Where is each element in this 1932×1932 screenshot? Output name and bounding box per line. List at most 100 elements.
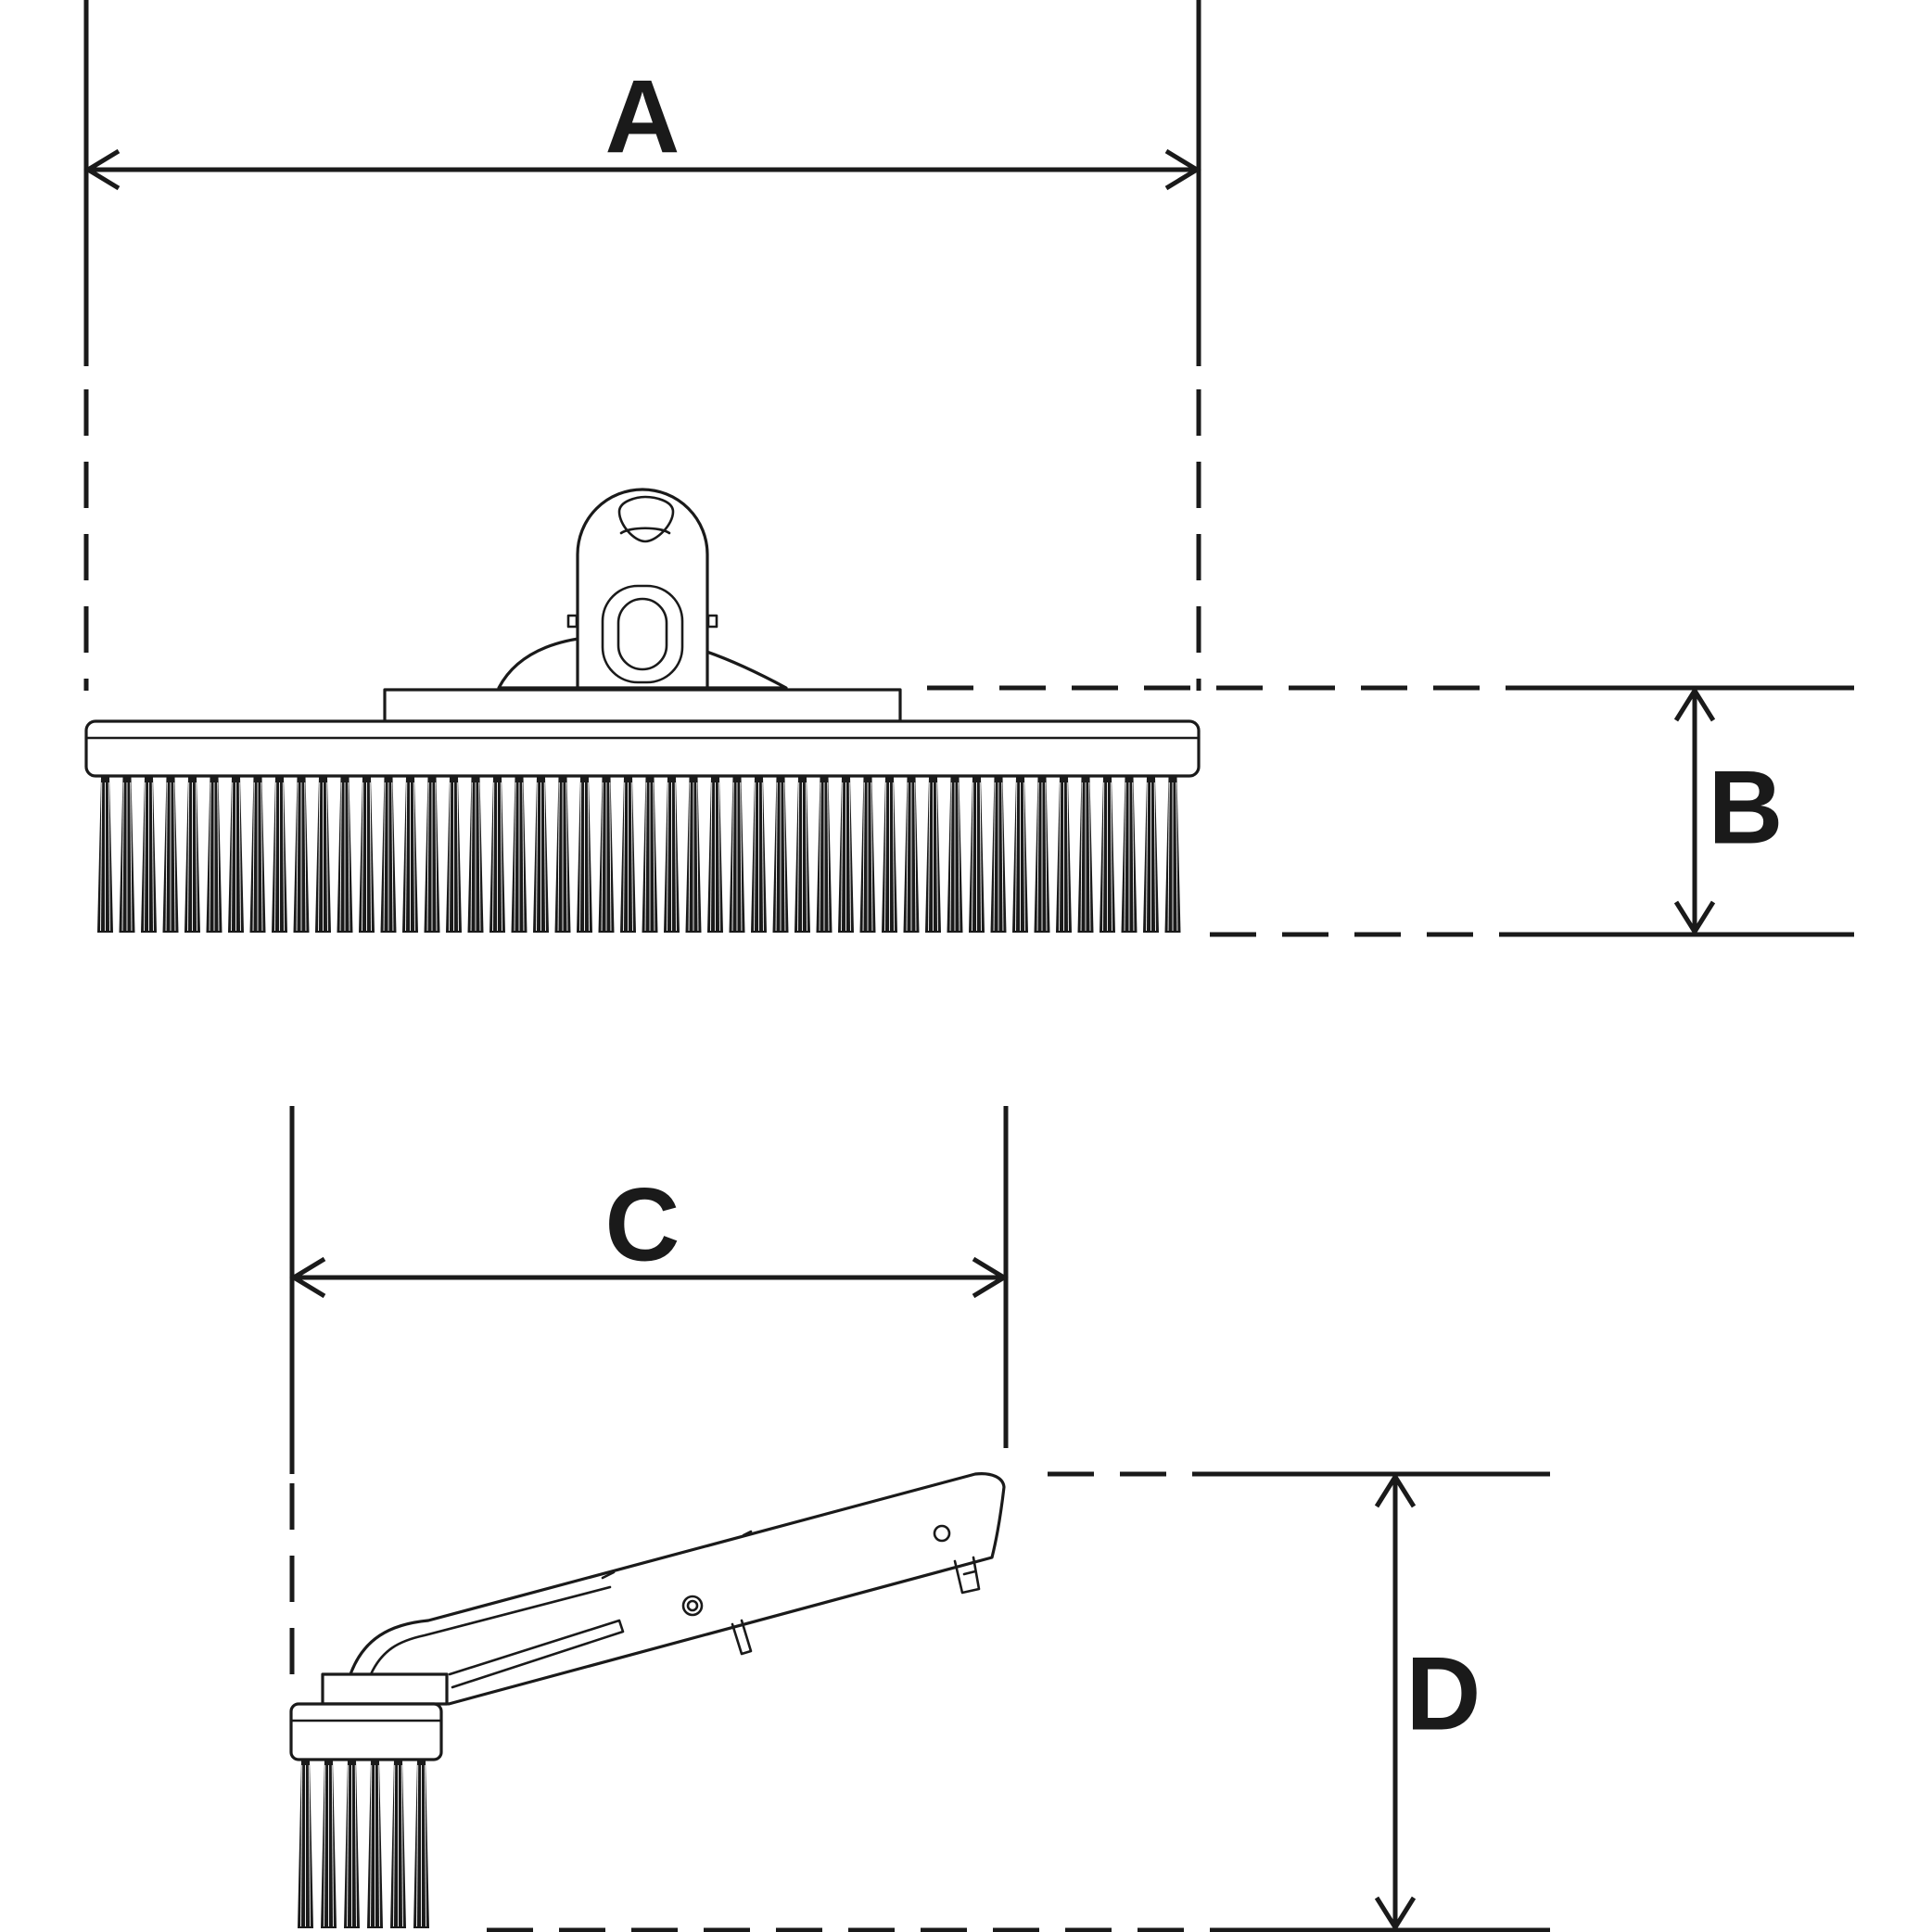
bristle-strand: [667, 782, 669, 932]
arrowhead-a-left: [83, 148, 121, 191]
bristle-strand: [718, 782, 720, 932]
dimension-a: A: [83, 0, 1201, 691]
bristle-strand: [783, 782, 786, 932]
bristle-strand: [282, 782, 285, 932]
bristle-strand: [1059, 782, 1061, 932]
bristle-strand: [1176, 782, 1178, 932]
arrowhead-d-bottom: [1374, 1896, 1417, 1932]
front-bristles: [97, 777, 1181, 933]
brush-head-side: [289, 1472, 1006, 1928]
bristle-strand: [492, 782, 495, 932]
bristle-strand: [892, 782, 895, 932]
bristle-strand: [731, 782, 734, 932]
bristle-strand: [1036, 782, 1039, 932]
bristle-strand: [522, 782, 525, 932]
bristle-strand: [108, 782, 110, 932]
bristle-strand: [1110, 782, 1112, 932]
bristle-strand: [696, 782, 699, 932]
bristle-strand: [413, 782, 415, 932]
bristle-strand: [393, 1764, 396, 1927]
bristle-strand: [609, 782, 612, 932]
arm-pivot-hole: [933, 1524, 951, 1543]
arm-tab: [731, 1619, 753, 1656]
dimension-d: D: [487, 1471, 1550, 1932]
pivot-lug: [576, 488, 709, 690]
brush-block: [84, 719, 1201, 778]
bristle-strand: [187, 782, 190, 932]
bristle-strand: [405, 782, 408, 932]
bristle-strand: [231, 782, 234, 932]
bristle-strand: [369, 782, 372, 932]
arrowhead-a-right: [1164, 148, 1201, 191]
bristle-strand: [1153, 782, 1156, 932]
bristle-strand: [151, 782, 154, 932]
bristle-strand: [300, 1764, 303, 1927]
bristle-strand: [740, 782, 743, 932]
dimension-label-b: B: [1709, 750, 1784, 866]
bristle-strand: [456, 782, 459, 932]
bristle-strand: [308, 1764, 311, 1927]
bristle-strand: [304, 782, 307, 932]
bristle-strand: [841, 782, 844, 932]
arrowhead-b-top: [1673, 686, 1716, 722]
dimension-label-a: A: [605, 59, 680, 175]
brush-head-front: [84, 488, 1201, 933]
bristle-strand: [949, 782, 952, 932]
bristle-strand: [435, 782, 438, 932]
lug-pin-right: [706, 614, 718, 629]
bristle-strand: [688, 782, 691, 932]
bristle-strand: [274, 782, 277, 932]
bristle-strand: [979, 782, 982, 932]
bristle-strand: [754, 782, 756, 932]
bristle-strand: [587, 782, 590, 932]
bristle-strand: [449, 782, 451, 932]
bristle-strand: [370, 1764, 373, 1927]
bristle-strand: [1102, 782, 1105, 932]
bristle-strand: [653, 782, 655, 932]
lug-pin-left: [566, 614, 578, 629]
bristle-strand: [928, 782, 931, 932]
bristle-strand: [470, 782, 473, 932]
bristle-strand: [536, 782, 539, 932]
bristle-strand: [775, 782, 778, 932]
bristle-strand: [217, 782, 220, 932]
bristle-strand: [426, 782, 429, 932]
side-view: C: [289, 1106, 1550, 1932]
bristle-strand: [331, 1764, 334, 1927]
bristle-strand: [261, 782, 263, 932]
bristle-strand: [1023, 782, 1025, 932]
bristle-strand: [144, 782, 146, 932]
bristle-strand: [130, 782, 133, 932]
lug-slot-inner: [616, 597, 668, 671]
bristle-strand: [121, 782, 124, 932]
bristle-strand: [848, 782, 851, 932]
arm-slot: [448, 1619, 625, 1689]
bristle-strand: [318, 782, 321, 932]
bristle-strand: [630, 782, 633, 932]
arm-edge-detail: [369, 1585, 612, 1676]
bristle-strand: [579, 782, 582, 932]
bristle-strand: [710, 782, 713, 932]
mount-plate: [383, 688, 902, 723]
dimension-b: B: [927, 685, 1854, 937]
bristle-strand: [935, 782, 938, 932]
arm-screw: [681, 1595, 704, 1617]
bristle-strand: [347, 1764, 350, 1927]
side-bristles: [298, 1760, 429, 1928]
bristle-strand: [972, 782, 974, 932]
front-view: A: [83, 0, 1854, 937]
bristle-strand: [644, 782, 647, 932]
dimension-c: C: [289, 1106, 1009, 1697]
bristle-strand: [566, 782, 568, 932]
bristle-strand: [761, 782, 764, 932]
arm-latch: [953, 1556, 981, 1595]
bristle-strand: [1146, 782, 1149, 932]
arrowhead-c-left: [289, 1256, 326, 1299]
arm-seam: [601, 1530, 753, 1580]
bristle-strand: [354, 1764, 357, 1927]
bristle-strand: [623, 782, 626, 932]
bristle-strand: [324, 1764, 326, 1927]
arrowhead-d-top: [1374, 1472, 1417, 1508]
bristle-strand: [424, 1764, 426, 1927]
